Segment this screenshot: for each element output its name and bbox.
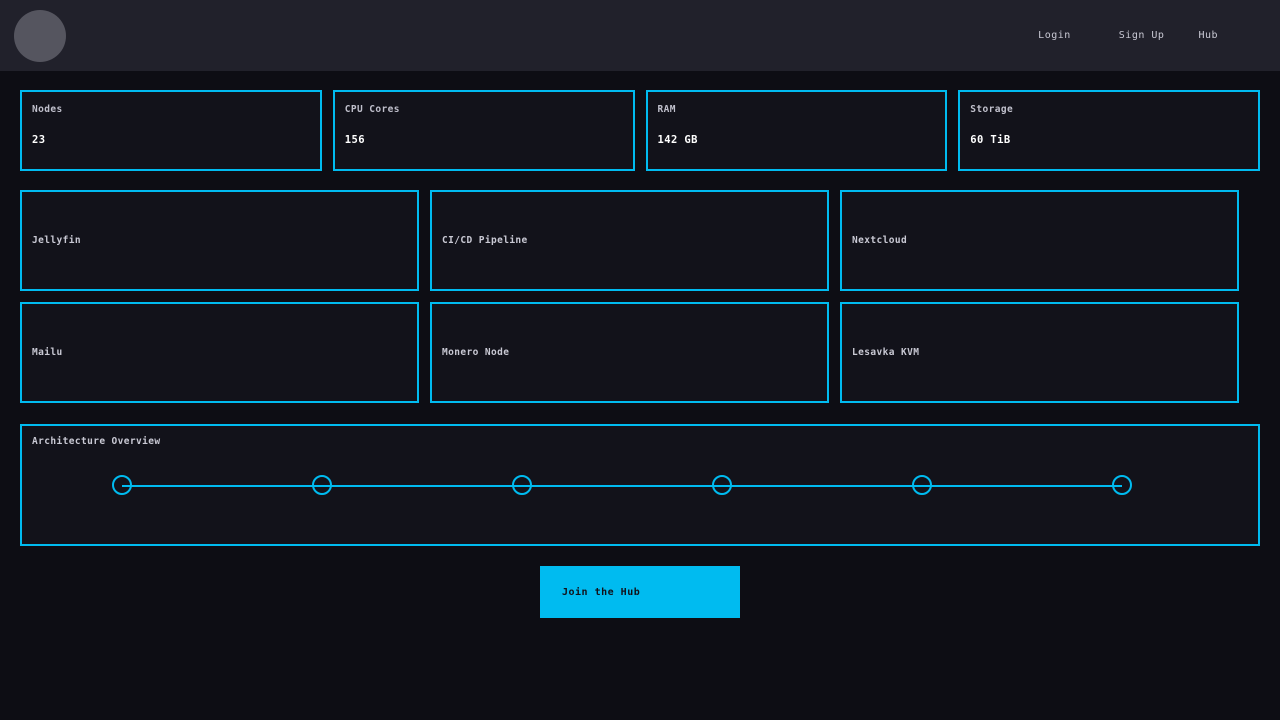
service-card-lesavka-kvm[interactable]: Lesavka KVM <box>840 302 1239 403</box>
stat-label: CPU Cores <box>344 104 400 115</box>
service-name: CI/CD Pipeline <box>442 235 528 246</box>
service-card-cicd-pipeline[interactable]: CI/CD Pipeline <box>430 190 829 291</box>
architecture-node-1[interactable] <box>112 475 132 495</box>
avatar-circle-icon[interactable] <box>14 9 66 62</box>
cta-row: Join the Hub <box>0 546 1280 618</box>
service-name: Mailu <box>32 347 63 358</box>
nav-link-hub[interactable]: Hub <box>1198 30 1218 41</box>
architecture-section: Architecture Overview <box>0 403 1280 546</box>
architecture-node-2[interactable] <box>312 475 332 495</box>
stats-row: Nodes 23 CPU Cores 156 RAM 142 GB Storag… <box>0 71 1280 171</box>
architecture-title: Architecture Overview <box>32 436 161 447</box>
architecture-panel: Architecture Overview <box>20 424 1260 546</box>
stat-card-nodes: Nodes 23 <box>20 90 322 171</box>
service-card-jellyfin[interactable]: Jellyfin <box>20 190 419 291</box>
main-navigation: Login Sign Up Hub <box>1036 26 1220 45</box>
architecture-connector-line <box>122 485 1122 487</box>
stat-card-storage: Storage 60 TiB <box>958 90 1260 171</box>
nav-link-login[interactable]: Login <box>1038 30 1071 41</box>
architecture-diagram <box>22 474 1258 498</box>
nav-link-sign-up[interactable]: Sign Up <box>1118 30 1165 41</box>
service-card-mailu[interactable]: Mailu <box>20 302 419 403</box>
service-name: Lesavka KVM <box>852 347 920 358</box>
site-header: Login Sign Up Hub <box>0 0 1280 71</box>
architecture-node-6[interactable] <box>1112 475 1132 495</box>
stat-label: RAM <box>657 104 676 115</box>
architecture-node-5[interactable] <box>912 475 932 495</box>
service-card-monero-node[interactable]: Monero Node <box>430 302 829 403</box>
service-card-nextcloud[interactable]: Nextcloud <box>840 190 1239 291</box>
stat-value: 23 <box>32 134 46 146</box>
services-grid: Jellyfin CI/CD Pipeline Nextcloud Mailu … <box>0 171 1280 403</box>
join-the-hub-button[interactable]: Join the Hub <box>540 566 740 618</box>
stat-label: Nodes <box>32 104 63 115</box>
stat-card-ram: RAM 142 GB <box>645 90 948 171</box>
stat-value: 156 <box>344 134 365 146</box>
service-name: Nextcloud <box>852 235 908 246</box>
service-name: Monero Node <box>442 347 510 358</box>
architecture-node-4[interactable] <box>712 475 732 495</box>
service-name: Jellyfin <box>32 235 81 246</box>
stat-label: Storage <box>970 104 1014 115</box>
stat-value: 60 TiB <box>970 134 1011 146</box>
stat-value: 142 GB <box>657 134 698 146</box>
stat-card-cpu-cores: CPU Cores 156 <box>332 90 635 171</box>
architecture-node-3[interactable] <box>512 475 532 495</box>
